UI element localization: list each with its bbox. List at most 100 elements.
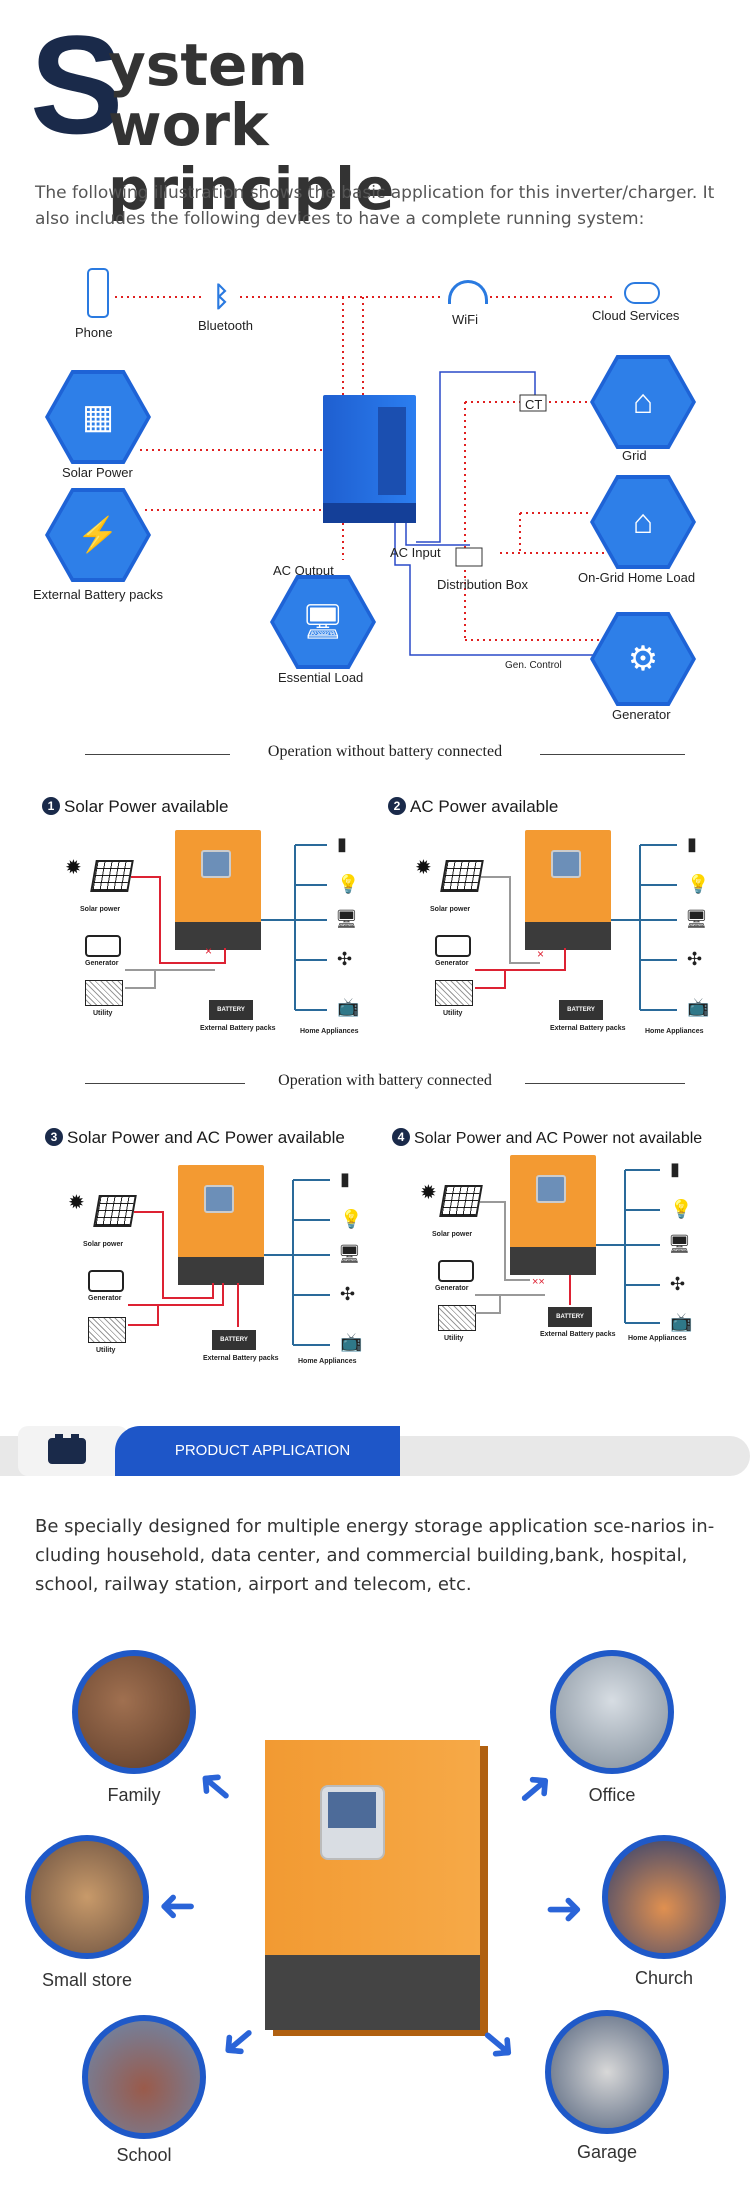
product-application-title: PRODUCT APPLICATION [115, 1426, 400, 1476]
sun-icon: ✹ [415, 857, 432, 879]
solar-power-label: Solar power [430, 906, 471, 913]
generator-icon [85, 935, 121, 957]
battery-icon: BATTERY [212, 1330, 256, 1350]
utility-icon [435, 980, 473, 1006]
product-application-banner: PRODUCT APPLICATION [0, 1418, 750, 1476]
fridge-icon: ▮ [687, 834, 697, 854]
sun-icon: ✹ [420, 1182, 437, 1204]
church-image [602, 1835, 726, 1959]
phone-icon [87, 268, 109, 318]
ac-output-label: AC Output [273, 563, 334, 578]
family-label: Family [107, 1785, 161, 1805]
pylon-icon: ⌂ [594, 359, 692, 445]
fan-icon: ✣ [670, 1274, 686, 1294]
small-store-image [25, 1835, 149, 1959]
small-store-label: Small store [41, 1970, 133, 1990]
battery-icon: ⚡ [49, 492, 147, 578]
distribution-box-label: Distribution Box [437, 577, 529, 592]
utility-label: Utility [93, 1010, 113, 1017]
case-1-panel: ✹ Solar power Generator Utility BATTERY … [65, 830, 405, 1050]
external-battery-label: External Battery packs [203, 1355, 279, 1362]
home-appliances-label: Home Appliances [298, 1358, 357, 1365]
application-description: Be specially designed for multiple energ… [35, 1516, 715, 1595]
inverter-image [525, 830, 611, 950]
home-load-label: On-Grid Home Load [578, 570, 696, 585]
phone-label: Phone [75, 325, 113, 340]
external-battery-label: External Battery packs [200, 1025, 276, 1032]
garage-image [545, 2010, 669, 2134]
garage-label: Garage [576, 2142, 638, 2162]
inverter-image [175, 830, 261, 950]
title-big-s: S [30, 6, 124, 163]
bulb-icon: 💡 [670, 1199, 693, 1219]
svg-text:×: × [537, 947, 544, 961]
home-load-hex: ⌂ [590, 475, 696, 569]
external-battery-label: External Battery packs [33, 587, 164, 602]
essential-load-label: Essential Load [278, 670, 364, 685]
ct-label: CT [525, 397, 543, 412]
tv-icon: 📺 [337, 997, 360, 1017]
utility-icon [88, 1317, 126, 1343]
generator-label: Generator [85, 960, 119, 967]
computer-icon: 🖥 [274, 579, 372, 665]
battery-icon [48, 1434, 86, 1464]
external-battery-label: External Battery packs [540, 1331, 616, 1338]
ac-input-label: AC Input [390, 545, 441, 560]
svg-text:××: ×× [532, 1276, 545, 1288]
fan-icon: ✣ [340, 1284, 356, 1304]
tv-icon: 📺 [687, 997, 710, 1017]
solar-panel-icon: ▦ [49, 374, 147, 460]
case-4-panel: ✹ Solar power Generator Utility BATTERY … [420, 1155, 750, 1375]
generator-icon [88, 1270, 124, 1292]
sun-icon: ✹ [68, 1192, 85, 1214]
school-image [82, 2015, 206, 2139]
title-line-2: work principle [108, 91, 395, 223]
arrow-icon: ➜ [207, 2010, 271, 2076]
solar-power-label: Solar power [80, 906, 121, 913]
intro-text: The following illustration shows the bas… [35, 183, 715, 229]
section-with-battery-title: Operation with battery connected [278, 1072, 492, 1089]
bluetooth-icon: ᛒ [213, 280, 230, 313]
computer-icon: 🖥 [338, 1244, 361, 1264]
battery-icon: BATTERY [559, 1000, 603, 1020]
office-image [550, 1650, 674, 1774]
office-label: Office [588, 1785, 636, 1805]
svg-text:×: × [205, 944, 212, 958]
utility-label: Utility [443, 1010, 463, 1017]
fan-icon: ✣ [687, 949, 703, 969]
inverter-image [510, 1155, 596, 1275]
section-without-battery-title: Operation without battery connected [267, 743, 503, 760]
section-without-battery: Operation without battery connected [85, 743, 685, 765]
church-label: Church [634, 1968, 694, 1988]
arrow-icon: ➜ [182, 1755, 246, 1821]
case-2-panel: ✹ Solar power Generator Utility BATTERY … [415, 830, 750, 1050]
title-line-1: ystem [108, 31, 308, 99]
school-label: School [116, 2145, 172, 2165]
bulb-icon: 💡 [337, 874, 360, 894]
generator-icon: ⚙ [594, 616, 692, 702]
essential-load-hex: 🖥 [270, 575, 376, 669]
utility-icon [85, 980, 123, 1006]
home-appliances-label: Home Appliances [645, 1028, 704, 1035]
inverter-product-image [265, 1740, 480, 2030]
family-image [72, 1650, 196, 1774]
computer-icon: 🖥 [668, 1234, 691, 1254]
home-appliances-label: Home Appliances [300, 1028, 359, 1035]
home-appliances-label: Home Appliances [628, 1335, 687, 1342]
bluetooth-label: Bluetooth [198, 318, 253, 333]
house-icon: ⌂ [594, 479, 692, 565]
solar-power-label: Solar power [83, 1241, 124, 1248]
bulb-icon: 💡 [687, 874, 710, 894]
arrow-icon: ➜ [502, 1755, 566, 1821]
utility-label: Utility [96, 1347, 116, 1354]
arrow-icon: ➜ [545, 1882, 584, 1934]
system-diagram-lines [115, 296, 620, 656]
case-3-panel: ✹ Solar power Generator Utility BATTERY … [68, 1165, 408, 1385]
generator-label: Generator [435, 1285, 469, 1292]
gen-control-label: Gen. Control [505, 660, 562, 671]
generator-label: Generator [612, 707, 671, 722]
